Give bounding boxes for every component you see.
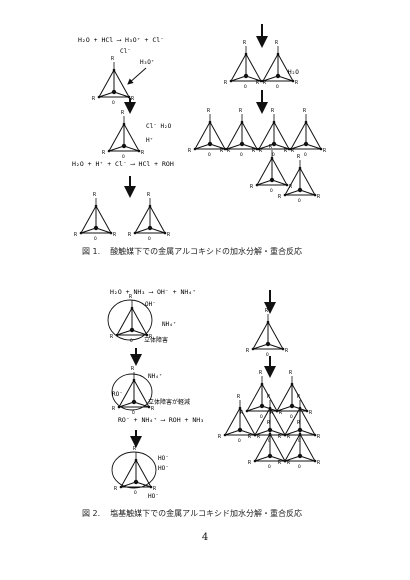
fig2-cluster-1 [239, 369, 284, 421]
fig1-equation-mid: H₂O + H⁺ + Cl⁻ ⟶ HCl + ROH [72, 160, 174, 168]
fig2-cluster-2 [269, 369, 314, 421]
fig2-ho-label-1: HO⁻ [158, 455, 169, 462]
fig1-product-b [127, 191, 172, 243]
fig2-equation-top: H₂O + NH₃ ⟶ OH⁻ + NH₄⁺ [110, 288, 196, 296]
fig2-ho-label-2: HO⁻ [158, 465, 169, 472]
fig1-h-plus-label: H⁺ [146, 137, 153, 144]
figure2-caption-text: 塩基触媒下での金属アルコキシド加水分解・重合反応 [110, 509, 302, 518]
fig2-cluster-3 [217, 393, 262, 445]
fig1-protonated [101, 109, 146, 161]
fig1-attack-arrow [127, 67, 147, 85]
page-number: 4 [201, 532, 209, 543]
figure2-caption: 図 2. 塩基触媒下での金属アルコキシド加水分解・重合反応 [82, 508, 302, 519]
fig1-chain-1 [187, 107, 232, 159]
fig2-steric-loop-3 [111, 451, 157, 489]
fig1-equation-top: H₂O + HCl ⟶ H₃O⁺ + Cl⁻ [78, 36, 164, 44]
fig2-steric-loop-2 [111, 373, 153, 411]
figure2-number: 図 2. [82, 509, 101, 518]
fig2-alkoxide-3 [113, 445, 158, 497]
fig1-dimer-a [223, 39, 268, 91]
fig2-oh-label: OH⁻ [145, 301, 156, 308]
figure1-caption-text: 酸触媒下での金属アルコキシドの加水分解・重合反応 [110, 247, 302, 256]
fig2-steric-label-1: 立体障害 [144, 336, 168, 344]
fig1-alkoxide-1 [91, 55, 136, 107]
figure2-diagram: H₂O + NH₃ ⟶ OH⁻ + NH₄⁺ OH⁻ NH₄⁺ 立体障害 NH₄… [107, 288, 322, 500]
fig2-steric-label-2: 立体障害が軽減 [148, 398, 190, 406]
fig1-h3o-label: H₃O⁺ [140, 59, 154, 66]
fig2-nh4-label-1: NH₄⁺ [162, 321, 176, 328]
figure1-caption: 図 1. 酸触媒下での金属アルコキシドの加水分解・重合反応 [82, 246, 302, 257]
fig2-ro-minus-label: RO⁻ [112, 391, 123, 398]
figure1-number: 図 1. [82, 247, 101, 256]
fig1-h2o-right: H₂O [288, 69, 299, 76]
fig1-product-a [73, 191, 118, 243]
fig1-cl-label: Cl⁻ [120, 48, 131, 55]
fig2-monomer [245, 307, 290, 359]
fig2-ho-label-3: HO⁻ [148, 493, 159, 500]
fig2-nh4-label-2: NH₄⁺ [148, 373, 162, 380]
fig1-cl-h2o-label: Cl⁻ H₂O [146, 123, 172, 130]
figure1-diagram: H₂O + HCl ⟶ H₃O⁺ + Cl⁻ Cl⁻ H₃O⁺ Cl⁻ H₂O … [72, 24, 328, 243]
fig1-chain-6 [277, 153, 322, 205]
fig2-equation-mid: RO⁻ + NH₄⁺ ⟶ ROH + NH₃ [118, 416, 204, 424]
